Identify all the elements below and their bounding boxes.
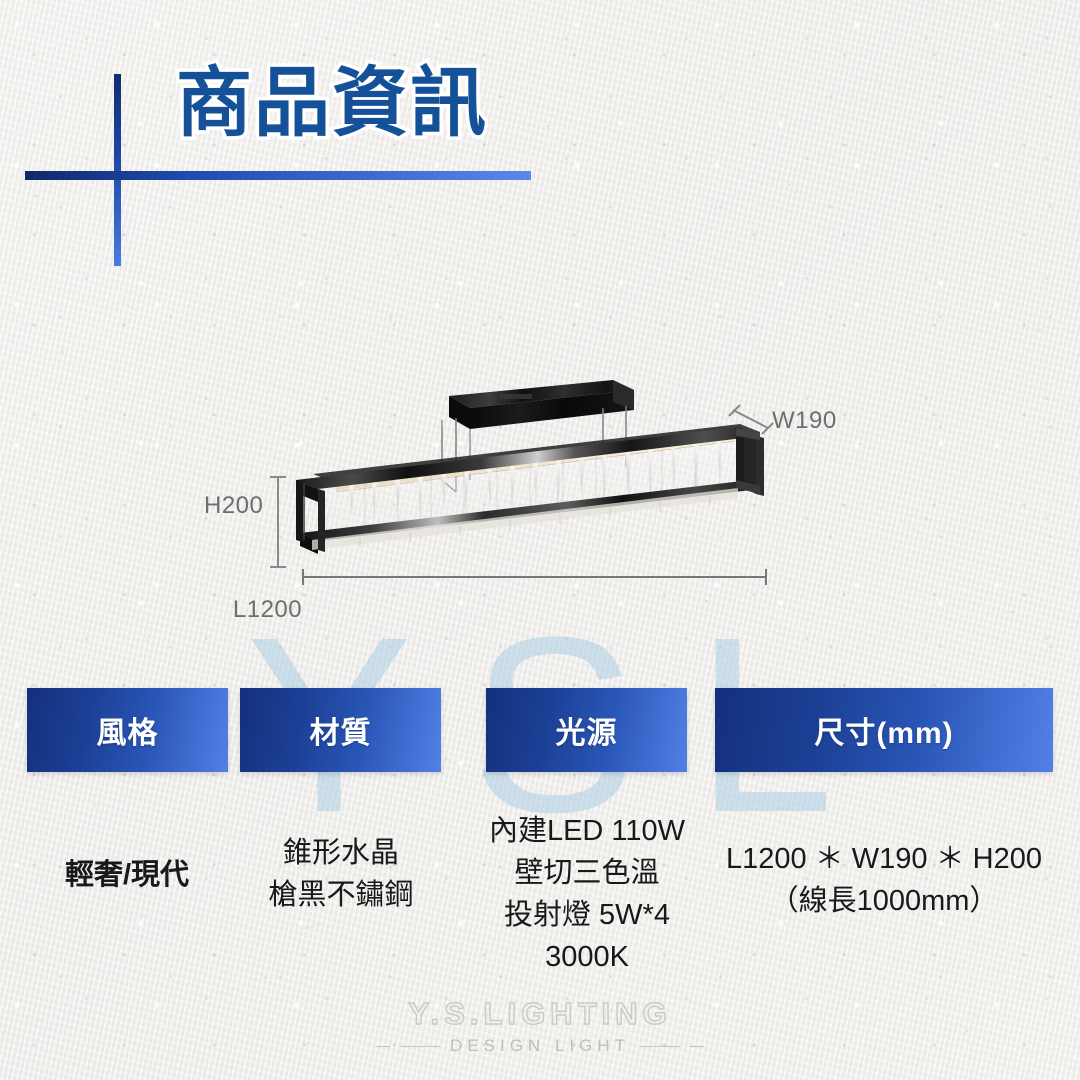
spec-header-size: 尺寸(mm) bbox=[715, 688, 1053, 772]
crystal-drops bbox=[349, 435, 722, 521]
product-illustration bbox=[0, 180, 1080, 630]
spec-header-row: 風格 材質 光源 尺寸(mm) bbox=[0, 688, 1080, 774]
ceiling-canopy bbox=[449, 380, 634, 429]
footer-logo: Y.S.LIGHTING DESIGN LIGHT bbox=[0, 996, 1080, 1056]
spec-header-size-label: 尺寸(mm) bbox=[814, 717, 954, 750]
spec-header-light-source-label: 光源 bbox=[555, 717, 618, 750]
tagline-rule-left-short bbox=[376, 1045, 391, 1047]
spec-header-light-source: 光源 bbox=[486, 688, 687, 772]
lamp-body bbox=[296, 424, 764, 554]
spec-value-material: 錐形水晶 槍黑不鏽鋼 bbox=[268, 837, 414, 911]
dimension-line-length bbox=[302, 569, 767, 585]
spec-header-material-label: 材質 bbox=[309, 717, 372, 750]
tagline-rule-left bbox=[400, 1045, 441, 1047]
dimension-label-length: L1200 bbox=[232, 596, 303, 623]
footer-tagline-row: DESIGN LIGHT bbox=[0, 1036, 1080, 1056]
spec-value-light-source: 內建LED 110W 壁切三色溫 投射燈 5W*4 3000K bbox=[488, 815, 686, 973]
spec-header-material: 材質 bbox=[240, 688, 441, 772]
tagline-rule-right-short bbox=[689, 1045, 704, 1047]
spec-header-style-label: 風格 bbox=[96, 717, 159, 750]
spec-value-size: L1200 ＊ W190 ＊ H200 （線長1000mm） bbox=[726, 843, 1042, 917]
tagline-rule-right bbox=[639, 1045, 680, 1047]
dimension-label-width: W190 bbox=[772, 407, 837, 434]
footer-tagline: DESIGN LIGHT bbox=[450, 1036, 630, 1056]
dimension-line-width bbox=[728, 404, 774, 435]
footer-brand-name: Y.S.LIGHTING bbox=[408, 996, 672, 1032]
dimension-line-height bbox=[270, 476, 286, 568]
spec-value-style: 輕奢/現代 bbox=[64, 859, 190, 891]
spec-header-style: 風格 bbox=[27, 688, 228, 772]
title-accent-horizontal-line bbox=[25, 171, 531, 180]
dimension-label-height: H200 bbox=[204, 492, 264, 519]
page-title: 商品資訊 bbox=[173, 61, 490, 146]
title-accent-vertical-line bbox=[114, 74, 121, 266]
